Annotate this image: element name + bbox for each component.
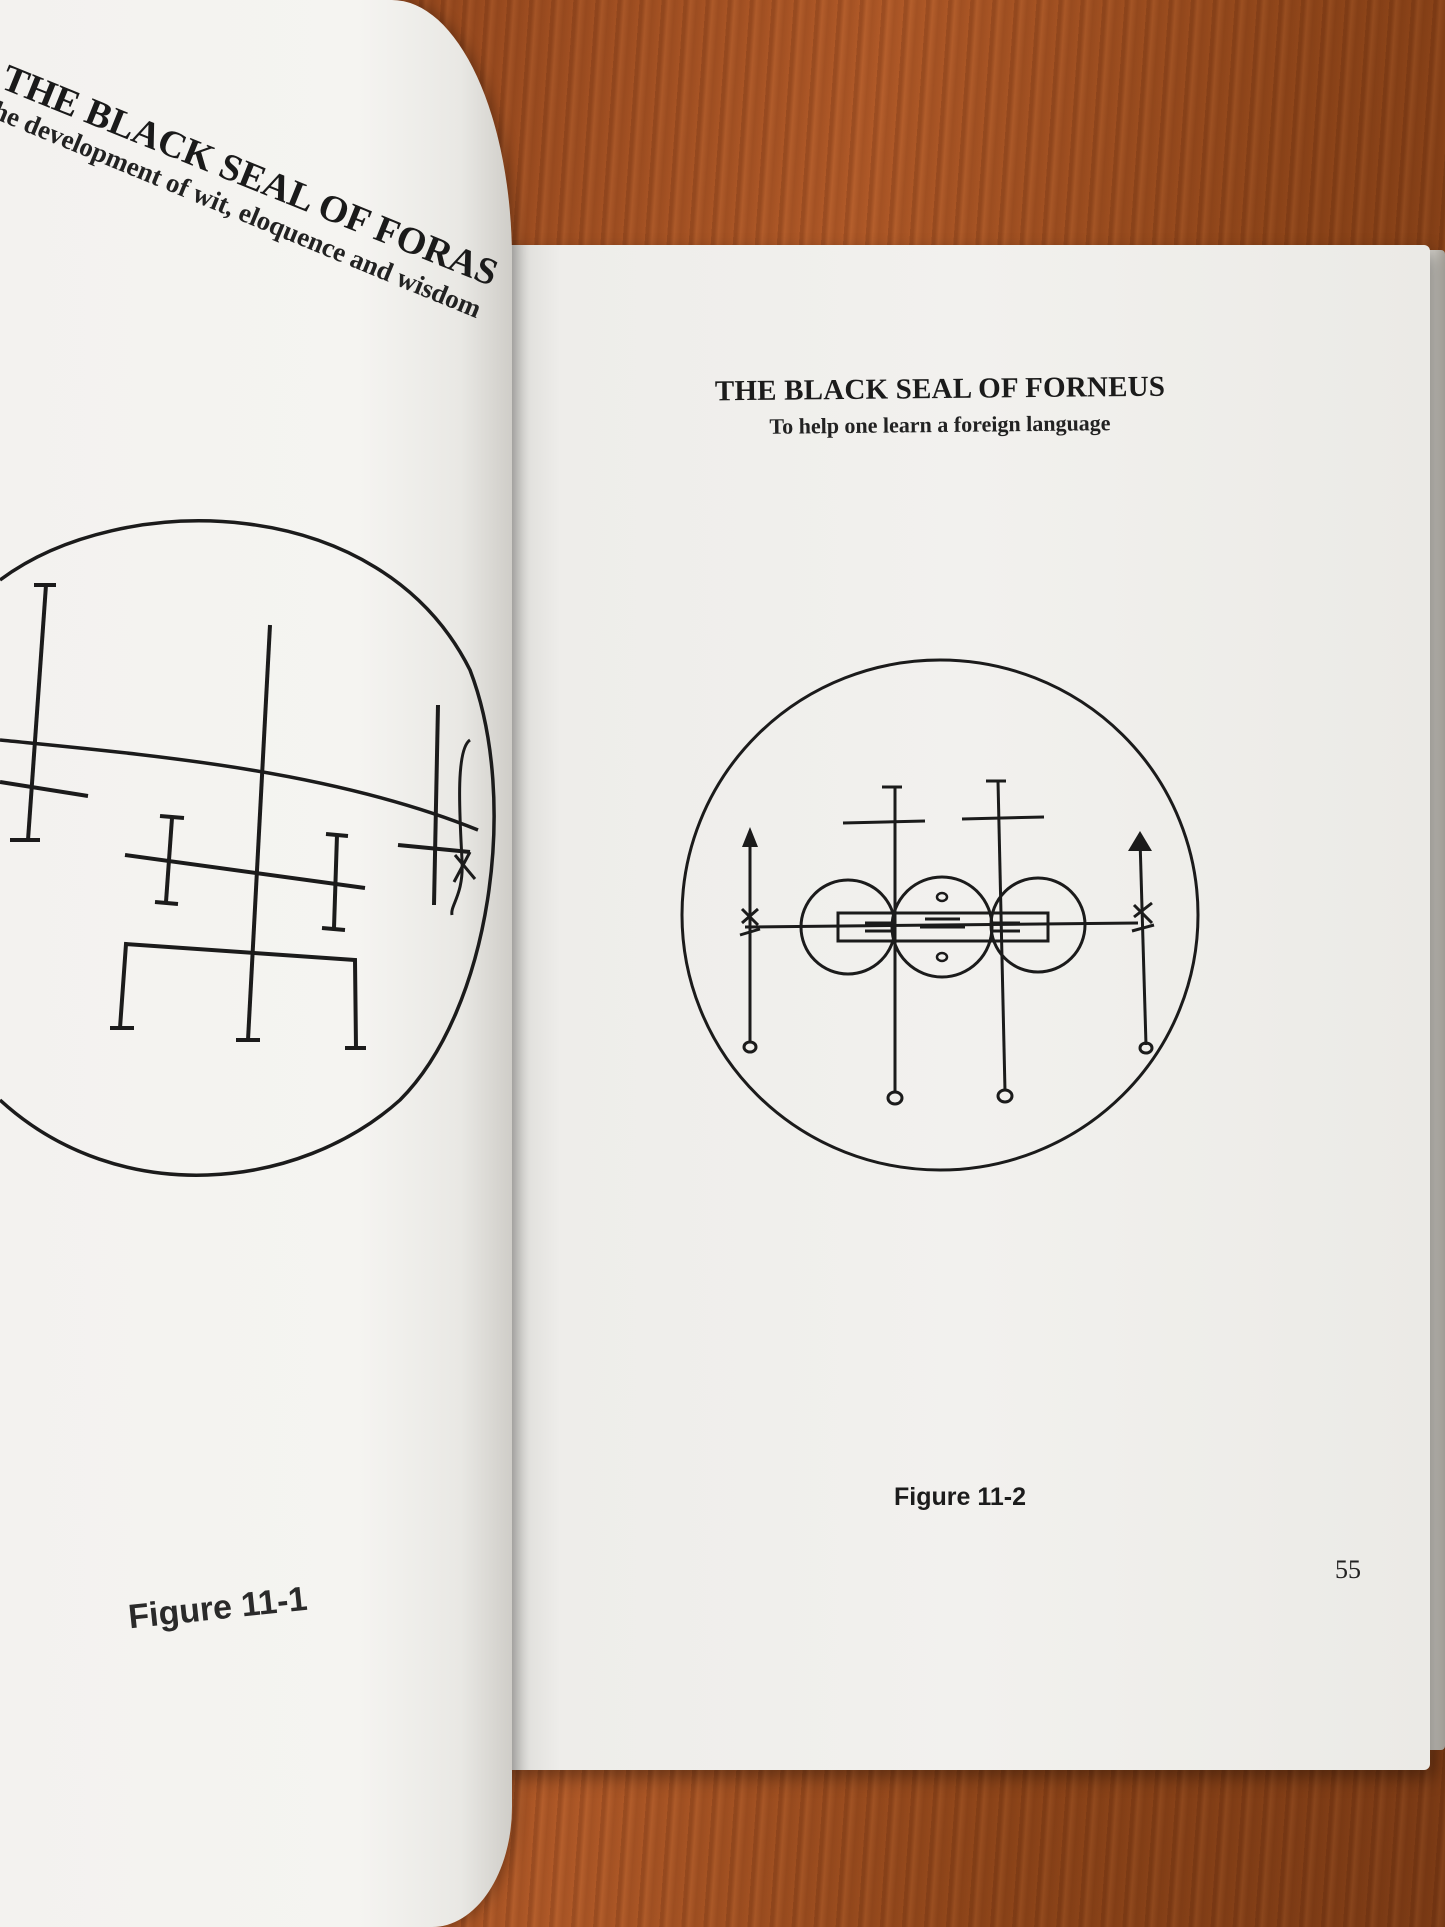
right-book-page [505,245,1430,1770]
right-figure-caption: Figure 11-2 [894,1483,1026,1511]
foras-seal-drawing [0,519,496,1177]
left-book-page [0,0,512,1927]
forneus-seal-drawing [680,658,1200,1172]
page-number: 55 [1335,1555,1361,1584]
right-page-title: THE BLACK SEAL OF FORNEUS [714,370,1166,408]
